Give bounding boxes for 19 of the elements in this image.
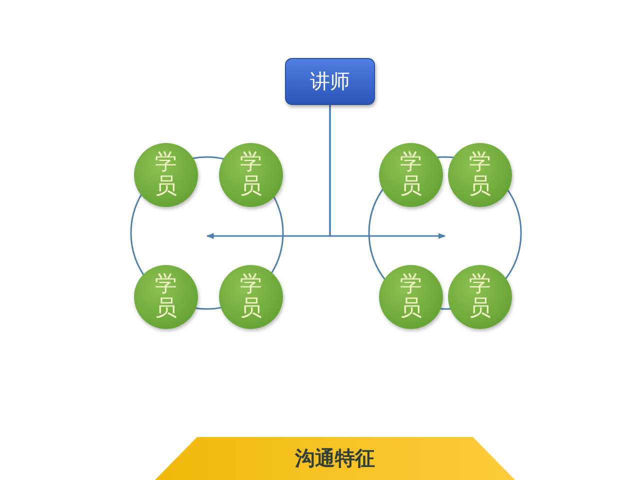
ring-arc [439,308,452,310]
ring-arc [368,188,386,280]
student-circle: 学员 [219,265,283,329]
arrow [329,105,446,239]
ring-arc [436,156,455,158]
student-circle: 学员 [134,143,198,207]
student-circle: 学员 [448,265,512,329]
ring-arc [271,196,284,274]
student-circle: 学员 [379,143,443,207]
teacher-box: 讲师 [285,58,375,105]
student-circle: 学员 [219,143,283,207]
student-circle: 学员 [448,143,512,207]
ring-arc [504,188,522,280]
student-circle: 学员 [379,265,443,329]
ring-arc [130,194,144,276]
ring-arc [192,156,225,160]
student-circle: 学员 [134,265,198,329]
ring-arc [195,306,222,310]
title-banner: 沟通特征 [155,437,515,480]
